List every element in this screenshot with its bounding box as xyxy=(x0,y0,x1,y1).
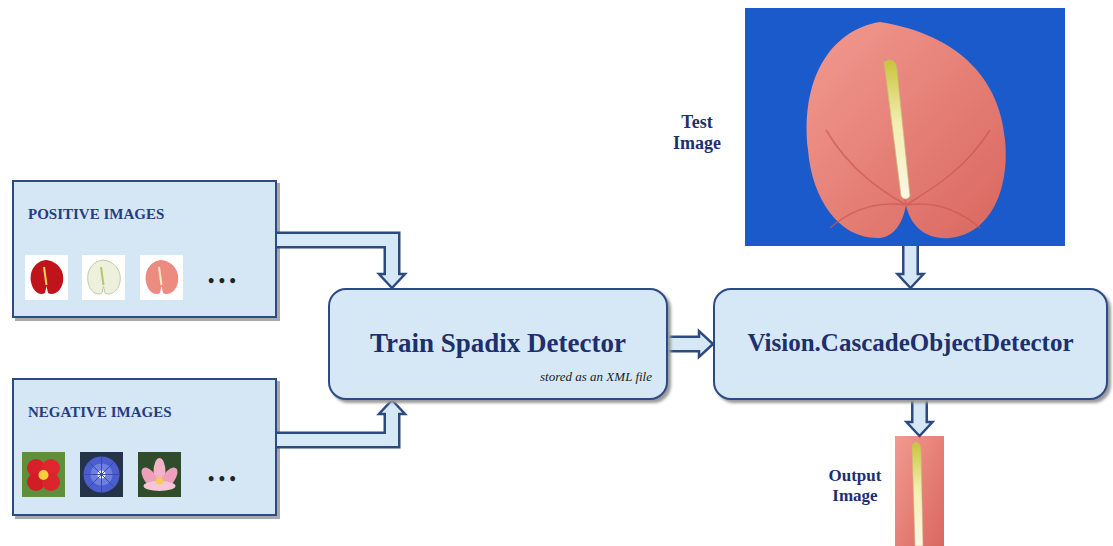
box-title: Vision.CascadeObjectDetector xyxy=(747,329,1073,357)
block-arrow xyxy=(277,240,405,288)
image-panel: POSITIVE IMAGES • • • xyxy=(12,180,277,318)
panel-ground xyxy=(12,180,277,318)
block-arrow xyxy=(898,246,924,288)
arrow-fill xyxy=(905,246,917,277)
arrow-fill xyxy=(914,400,926,425)
block-arrow xyxy=(277,400,405,440)
image-panel: NEGATIVE IMAGES • • • xyxy=(12,378,277,516)
arrow-fill xyxy=(668,338,702,350)
panel-ground xyxy=(12,378,277,516)
panel-title: POSITIVE IMAGES xyxy=(28,206,275,223)
negative-thumbnail xyxy=(138,452,181,497)
ellipsis-mark: • • • xyxy=(208,271,275,292)
image-node: Output Image xyxy=(895,436,944,546)
process-box: Vision.CascadeObjectDetector xyxy=(713,288,1108,400)
box-title: Train Spadix Detector xyxy=(370,328,626,359)
positive-thumbnail xyxy=(140,255,183,300)
ellipsis-mark: • • • xyxy=(208,469,275,490)
output-photo xyxy=(895,436,944,546)
test-photo xyxy=(745,8,1065,246)
block-arrow xyxy=(668,331,713,357)
negative-thumbnail xyxy=(22,452,65,497)
block-arrow xyxy=(907,400,933,436)
process-box: Train Spadix Detector stored as an XML fi… xyxy=(328,288,668,400)
image-label: Output Image xyxy=(823,466,887,505)
panel-title: NEGATIVE IMAGES xyxy=(28,404,275,421)
image-node: Test Image xyxy=(745,8,1065,246)
positive-thumbnail xyxy=(25,255,68,300)
arrow-fill xyxy=(277,411,392,440)
arrow-fill xyxy=(277,240,392,277)
box-note: stored as an XML file xyxy=(330,369,652,385)
image-label: Test Image xyxy=(659,112,735,153)
positive-thumbnail xyxy=(82,255,125,300)
negative-thumbnail xyxy=(80,452,123,497)
